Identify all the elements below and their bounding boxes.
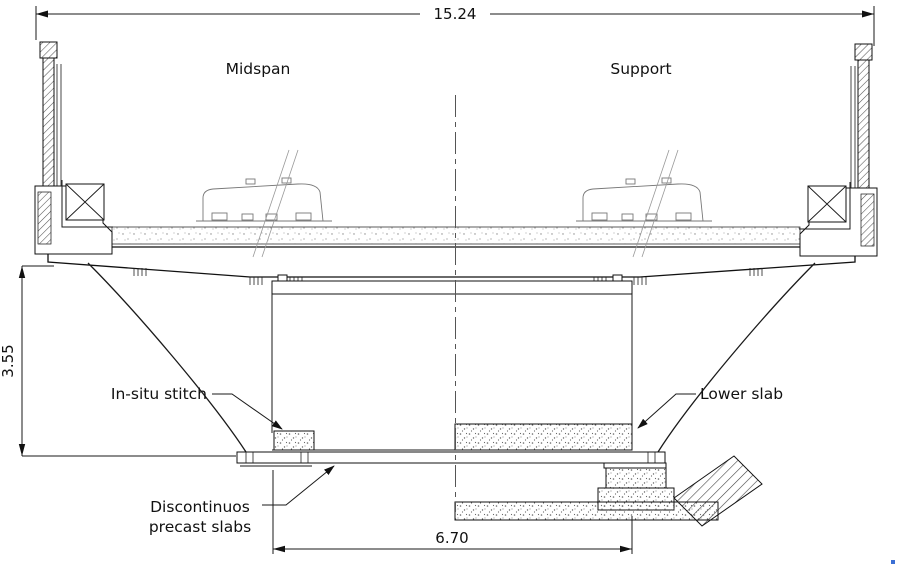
label-insitu-stitch: In-situ stitch: [111, 385, 207, 403]
dim-arrow-right: [620, 545, 632, 553]
plinth-upper: [605, 467, 667, 489]
dimension-depth: 3.55: [0, 265, 236, 457]
label-lower-slab: Lower slab: [700, 385, 783, 403]
right-curb-pocket: [860, 193, 875, 247]
left-barrier-cap: [39, 41, 58, 59]
insitu-stitch-block: [273, 430, 315, 451]
precast-slab-strip: [236, 451, 666, 464]
right-web-outer: [657, 262, 816, 453]
top-diaphragm: [271, 280, 633, 295]
bearing-plate: [603, 462, 667, 469]
dim-overall-width-value: 15.24: [434, 5, 477, 23]
vehicle-left: [196, 149, 332, 258]
dim-arrow-up: [18, 266, 26, 278]
right-barrier-cap: [854, 43, 873, 61]
label-precast-line2: precast slabs: [149, 518, 251, 536]
dimension-overall-width: 15.24: [35, 5, 875, 46]
gauge-line-left: [252, 149, 299, 258]
left-x-box-diagonals: [65, 183, 105, 221]
box-girder: [87, 262, 816, 453]
ground: [454, 455, 763, 527]
leader-insitu-stitch: [212, 393, 283, 430]
precast-strip-joints: [245, 452, 656, 463]
dim-arrow-right: [862, 10, 874, 18]
gauge-line-right: [632, 149, 679, 258]
left-bracket: [61, 180, 113, 228]
lower-slab: [454, 423, 633, 451]
dim-box-width-value: 6.70: [435, 529, 468, 547]
dim-arrow-left: [36, 10, 48, 18]
ground-strip: [454, 501, 719, 521]
vehicle-right: [576, 149, 712, 258]
leader-lines: [212, 393, 696, 506]
dimension-box-width: 6.70: [272, 470, 633, 554]
bearing-pad-left: [277, 274, 288, 282]
right-bracket: [799, 182, 851, 230]
label-midspan: Midspan: [226, 60, 291, 78]
text-labels: Midspan Support In-situ stitch Lower sla…: [111, 60, 783, 536]
bearing-pad-right: [612, 274, 623, 282]
label-support: Support: [610, 60, 671, 78]
artifact-dot: [891, 560, 895, 564]
dim-arrow-left: [273, 545, 285, 553]
left-barrier-post: [42, 57, 55, 187]
parapet-left: [34, 41, 113, 255]
leader-lower-slab: [637, 393, 696, 429]
rail-vehicles: [196, 149, 712, 258]
label-precast-line1: Discontinuos: [150, 498, 250, 516]
parapet-right: [799, 43, 878, 257]
bottom-slab-assembly: [236, 423, 675, 511]
left-web-outer: [87, 262, 247, 453]
right-barrier-post: [857, 59, 870, 189]
deck-slab: [47, 226, 856, 285]
left-curb-pocket: [37, 191, 52, 245]
deck-slab-outline: [47, 246, 856, 278]
leader-precast-slabs: [262, 465, 335, 506]
dim-depth-value: 3.55: [0, 344, 17, 377]
dim-arrow-down: [18, 444, 26, 456]
right-x-box-diagonals: [807, 185, 847, 223]
